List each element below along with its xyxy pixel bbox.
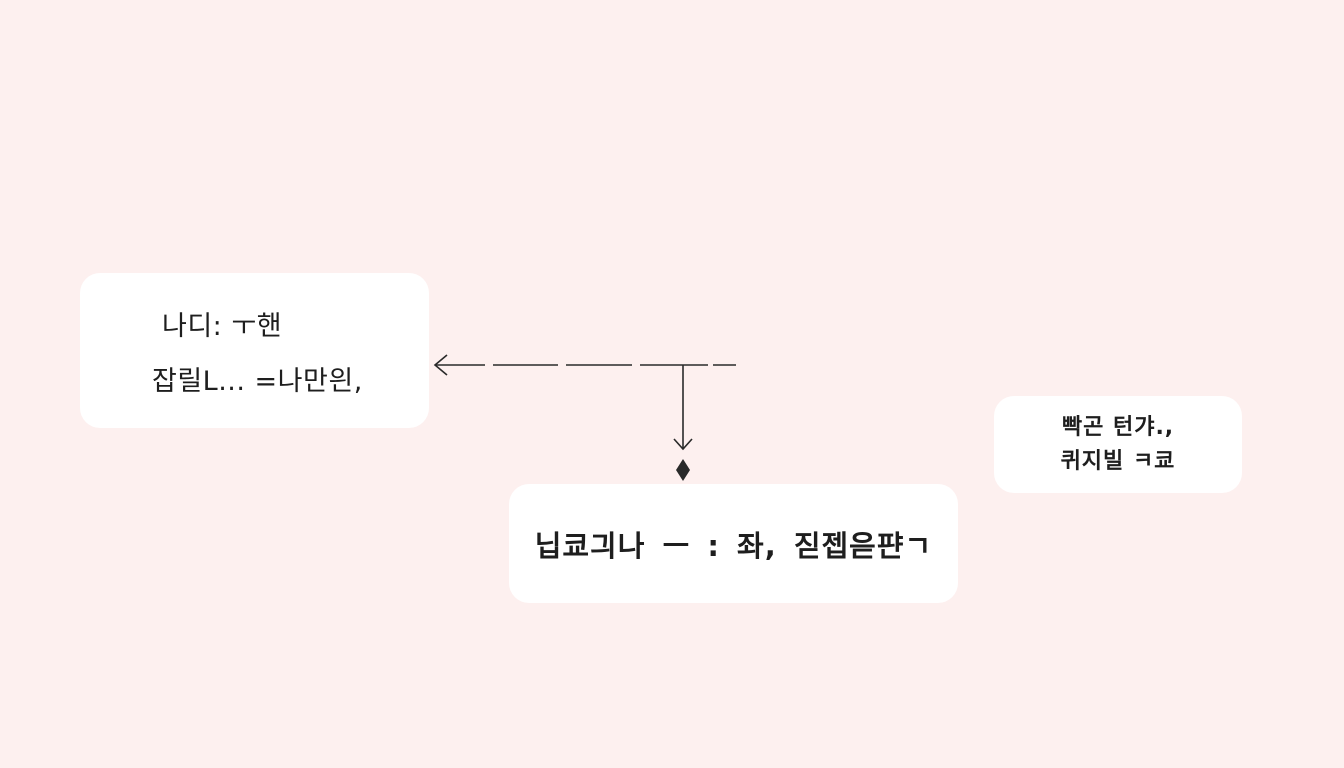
node-left-line-1: 나디: ㅜ핸 [162,310,283,342]
arrow-down-icon [673,438,693,451]
arrow-left-icon [433,354,448,376]
node-left: 나디: ㅜ핸 잡릴L... =나만읜, [80,273,429,428]
diamond-marker-icon [676,459,690,481]
node-right-line-1: 빡곤 턴갸., [1061,414,1175,440]
node-right: 빡곤 턴갸., 퀴지빌 ㅋ쿄 [994,396,1242,493]
node-bottom: 닙쿄긔나 ㅡ : 좌, 짇젭읃퍈ㄱ [509,484,958,603]
node-right-line-2: 퀴지빌 ㅋ쿄 [1060,448,1176,474]
node-left-line-2: 잡릴L... =나만읜, [152,365,363,397]
node-bottom-line-1: 닙쿄긔나 ㅡ : 좌, 짇젭읃퍈ㄱ [534,528,933,563]
